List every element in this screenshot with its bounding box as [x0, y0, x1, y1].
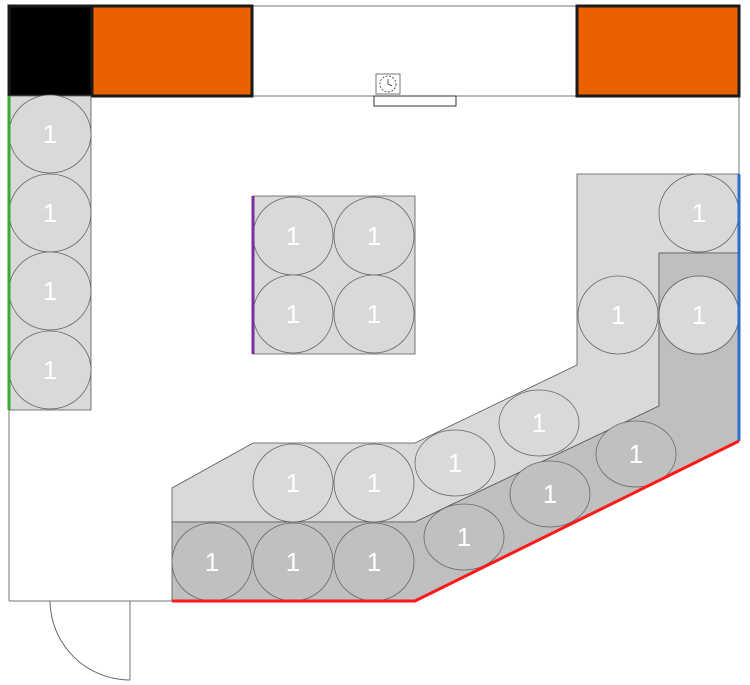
seat-label: 1: [205, 547, 219, 577]
seat-circle[interactable]: [414, 429, 496, 497]
black-storage-block: [7, 4, 94, 98]
seat-6[interactable]: 1: [333, 196, 415, 276]
seat-label: 1: [367, 547, 381, 577]
orange-counter-right: [575, 4, 741, 98]
seat-label: 1: [367, 468, 381, 498]
seat-4[interactable]: 1: [8, 330, 92, 410]
seat-10[interactable]: 1: [577, 275, 659, 355]
seat-20[interactable]: 1: [171, 522, 253, 602]
seat-18[interactable]: 1: [509, 460, 591, 528]
seat-12[interactable]: 1: [658, 275, 740, 355]
seat-17[interactable]: 1: [595, 420, 677, 488]
seat-label: 1: [43, 119, 57, 149]
seat-circle[interactable]: [577, 275, 659, 355]
seat-15[interactable]: 1: [252, 443, 334, 523]
clock-icon: [375, 73, 401, 95]
seat-label: 1: [448, 448, 462, 478]
seat-22[interactable]: 1: [333, 522, 415, 602]
seat-19[interactable]: 1: [423, 503, 505, 571]
seat-1[interactable]: 1: [8, 94, 92, 174]
seat-14[interactable]: 1: [414, 429, 496, 497]
seat-16[interactable]: 1: [333, 443, 415, 523]
edges-layer: [7, 96, 741, 603]
red-edge: [172, 439, 740, 603]
seat-label: 1: [457, 522, 471, 552]
seat-circle[interactable]: [252, 443, 334, 523]
seat-circle[interactable]: [423, 503, 505, 571]
seat-13[interactable]: 1: [498, 389, 580, 457]
seat-21[interactable]: 1: [252, 522, 334, 602]
seat-label: 1: [611, 300, 625, 330]
seat-label: 1: [543, 479, 557, 509]
seats-layer[interactable]: 1111111111111111111111: [8, 94, 740, 602]
seat-label: 1: [629, 439, 643, 469]
seat-label: 1: [532, 408, 546, 438]
seat-2[interactable]: 1: [8, 173, 92, 253]
seat-9[interactable]: 1: [658, 173, 740, 253]
seat-5[interactable]: 1: [252, 196, 334, 276]
seat-label: 1: [692, 300, 706, 330]
top-shelf-fixture: [373, 95, 457, 107]
blocks-layer: [7, 4, 741, 98]
seat-label: 1: [286, 221, 300, 251]
seat-label: 1: [286, 547, 300, 577]
door-icon: [49, 600, 131, 681]
seat-8[interactable]: 1: [333, 274, 415, 354]
seat-7[interactable]: 1: [252, 274, 334, 354]
seat-label: 1: [286, 299, 300, 329]
seat-circle[interactable]: [498, 389, 580, 457]
seat-label: 1: [43, 198, 57, 228]
seat-label: 1: [367, 221, 381, 251]
seat-3[interactable]: 1: [8, 251, 92, 331]
seat-circle[interactable]: [595, 420, 677, 488]
seat-circle[interactable]: [333, 443, 415, 523]
orange-counter-left: [90, 4, 254, 98]
seat-label: 1: [286, 468, 300, 498]
seat-circle[interactable]: [509, 460, 591, 528]
seat-label: 1: [43, 355, 57, 385]
seat-circle[interactable]: [333, 274, 415, 354]
seat-label: 1: [692, 198, 706, 228]
seat-label: 1: [367, 299, 381, 329]
fixtures-layer: [49, 73, 457, 681]
seat-label: 1: [43, 276, 57, 306]
